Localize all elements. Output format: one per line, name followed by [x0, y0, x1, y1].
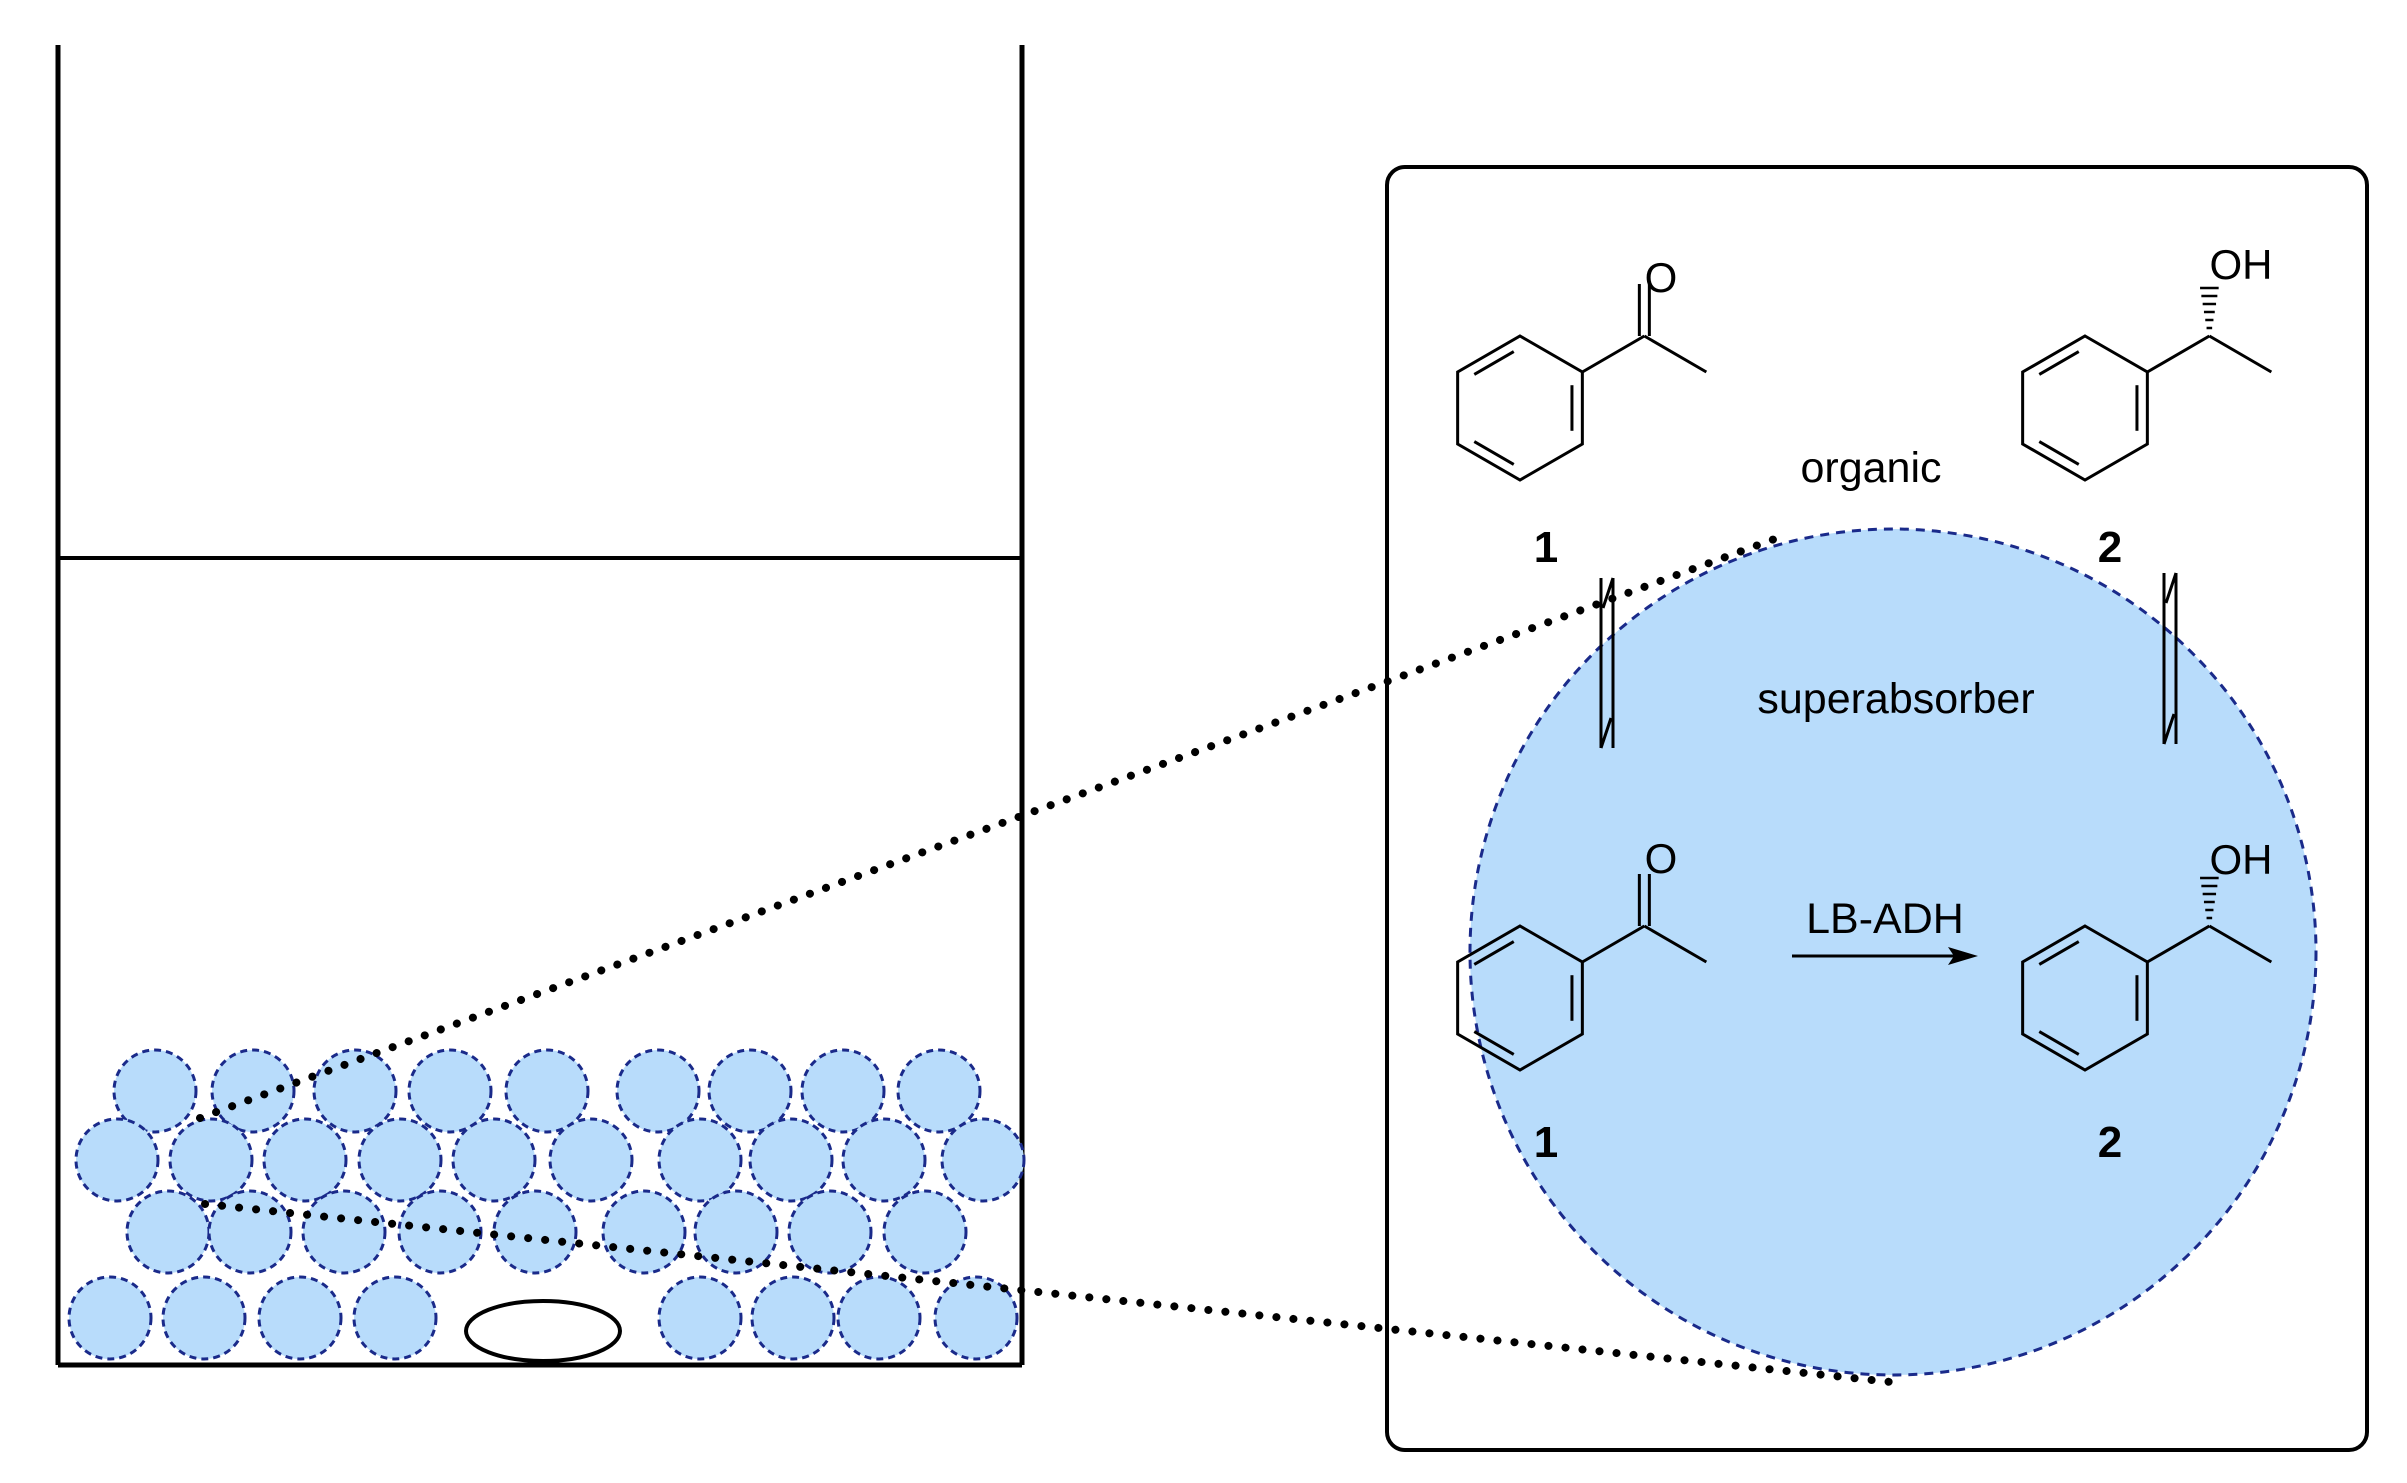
compound-number-ketone-bottom: 1	[1534, 1118, 1558, 1167]
compound-number-alcohol-top: 2	[2098, 523, 2122, 572]
bead	[262, 1117, 348, 1203]
ring-double-bond	[1473, 1030, 1515, 1056]
bead	[657, 1117, 743, 1203]
zoom-lines	[196, 533, 1904, 1387]
bond	[2146, 334, 2211, 374]
bond	[2146, 924, 2211, 964]
bead	[67, 1275, 153, 1361]
bead	[257, 1275, 343, 1361]
bead	[74, 1117, 160, 1203]
bead	[352, 1275, 438, 1361]
acetophenone-organic	[1456, 284, 1708, 482]
acetophenone-aqueous	[1456, 874, 1708, 1072]
compound-number-ketone-top: 1	[1534, 523, 1558, 572]
bead	[161, 1275, 247, 1361]
bead	[940, 1117, 1026, 1203]
bead	[693, 1189, 779, 1275]
bead	[210, 1048, 296, 1134]
benzene-ring	[2021, 334, 2149, 482]
bead	[125, 1189, 211, 1275]
hydroxyl-label-bottom: OH	[2210, 836, 2273, 883]
methyl-bond	[1643, 924, 1708, 964]
hydroxyl-label-top: OH	[2210, 241, 2273, 288]
methyl-bond	[2208, 334, 2273, 374]
bead	[933, 1275, 1019, 1361]
bead	[504, 1048, 590, 1134]
hashed-wedge	[2200, 286, 2219, 330]
bead	[750, 1275, 836, 1361]
superabsorber-beads	[67, 1048, 1026, 1361]
bond	[1581, 334, 1646, 374]
bead	[601, 1189, 687, 1275]
bead	[451, 1117, 537, 1203]
organic-phase-label: organic	[1800, 444, 1941, 492]
phenylethanol-aqueous	[2021, 876, 2273, 1072]
superabsorber-particle	[1468, 527, 2318, 1377]
bead	[836, 1275, 922, 1361]
benzene-ring	[2021, 924, 2149, 1072]
bond	[1581, 924, 1646, 964]
bead	[112, 1048, 198, 1134]
ring-double-bond	[1473, 440, 1515, 466]
bead	[312, 1048, 398, 1134]
phenylethanol-organic	[2021, 286, 2273, 482]
bead	[841, 1117, 927, 1203]
ring-double-bond	[2038, 1030, 2080, 1056]
bead	[748, 1117, 834, 1203]
bead	[707, 1048, 793, 1134]
hashed-wedge	[2200, 876, 2219, 920]
ring-double-bond	[1473, 940, 1515, 966]
bead	[800, 1048, 886, 1134]
bead	[896, 1048, 982, 1134]
bead	[407, 1048, 493, 1134]
bead	[168, 1117, 254, 1203]
bead	[882, 1189, 968, 1275]
ring-double-bond	[2038, 350, 2080, 376]
equilibrium-arrow-ketone	[1599, 577, 1615, 749]
compound-number-alcohol-bottom: 2	[2098, 1118, 2122, 1167]
ring-double-bond	[2038, 940, 2080, 966]
bead	[787, 1189, 873, 1275]
stir-bar	[464, 1299, 622, 1363]
bead	[615, 1048, 701, 1134]
ring-double-bond	[1473, 350, 1515, 376]
equilibrium-arrow-alcohol	[2162, 572, 2178, 745]
enzyme-label: LB-ADH	[1806, 895, 1964, 943]
bead	[657, 1275, 743, 1361]
methyl-bond	[1643, 334, 1708, 374]
bead	[301, 1189, 387, 1275]
bead	[397, 1189, 483, 1275]
methyl-bond	[2208, 924, 2273, 964]
ring-double-bond	[2038, 440, 2080, 466]
bead	[548, 1117, 634, 1203]
superabsorber-label: superabsorber	[1757, 675, 2034, 723]
reduction-arrow	[1792, 947, 1978, 965]
bead	[357, 1117, 443, 1203]
oxygen-label-top: O	[1645, 254, 1678, 301]
oxygen-label-bottom: O	[1645, 835, 1678, 882]
bead	[492, 1189, 578, 1275]
